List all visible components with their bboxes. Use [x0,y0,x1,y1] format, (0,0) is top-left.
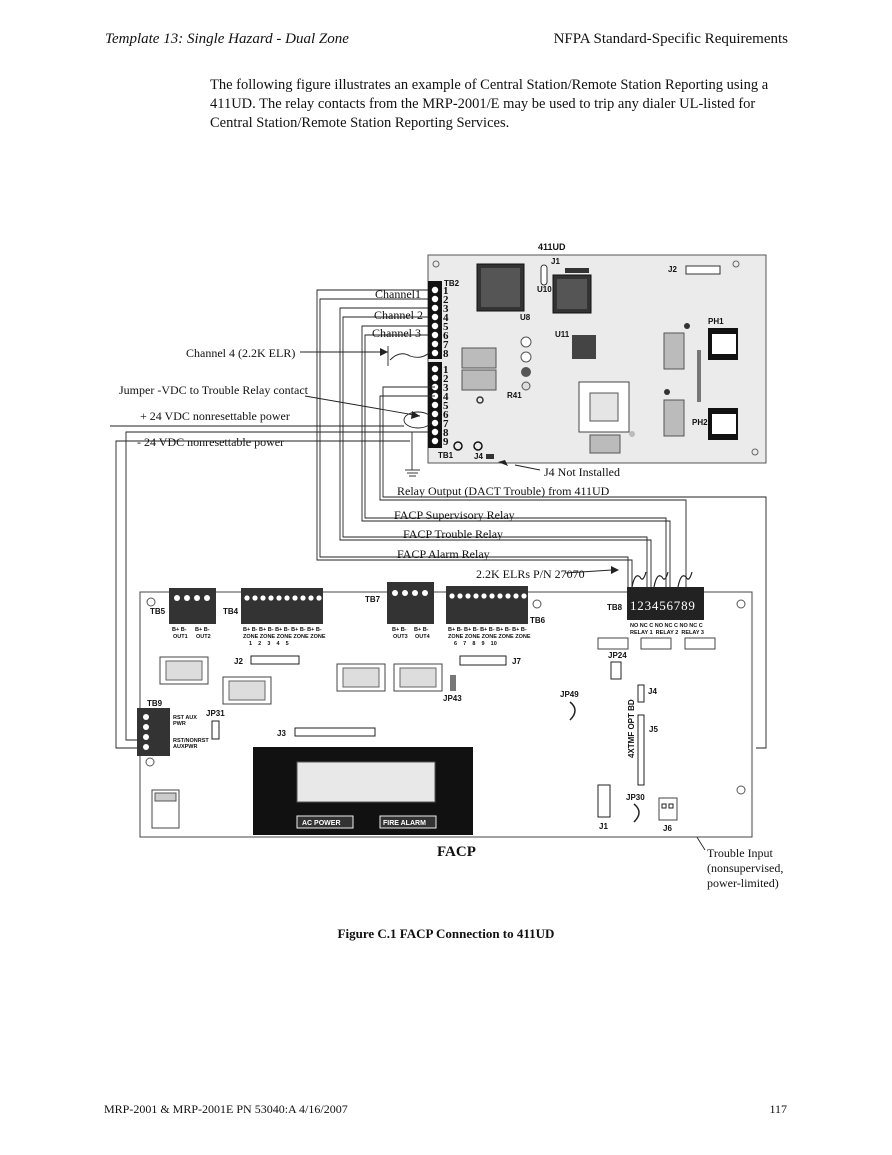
tb1-t7: 7 [443,418,449,430]
tb7-sub1b: OUT3 [393,634,408,640]
tb8-relays: RELAY 1 RELAY 2 RELAY 3 [630,630,704,636]
tb1-t4: 4 [443,391,449,403]
tb8-sub: NO NC C NO NC C NO NC C [630,623,703,629]
trouble-input-label-1: Trouble Input [707,846,774,860]
jp24-label: JP24 [608,651,627,660]
relay-output-label: Relay Output (DACT Trouble) from 411UD [397,484,610,498]
tb8-numbers: 123456789 [630,598,696,613]
tb5-sub1b: OUT1 [173,634,188,640]
fire-alarm-label: FIRE ALARM [383,820,426,827]
tb7-sub2: B+ B- [414,627,429,633]
facp-j4-label: J4 [648,687,657,696]
tb6-zone: ZONE ZONE ZONE ZONE ZONE [448,634,531,640]
tb1-label: TB1 [438,451,454,460]
tb9-a: RST AUX [173,715,197,721]
udact-j4-label: J4 [474,452,483,461]
trouble-input-label-2: (nonsupervised, [707,861,783,875]
ph2-label: PH2 [692,418,708,427]
udact-j1-label: J1 [551,257,560,266]
tb2-t2: 2 [443,294,449,306]
tb1-t8: 8 [443,427,449,439]
tb1-t9: 9 [443,436,449,448]
udact-j2-label: J2 [668,265,677,274]
tb2-t1: 1 [443,285,449,297]
tb2-t3: 3 [443,303,449,315]
tb1-t3: 3 [443,382,449,394]
channel-4-label: Channel 4 (2.2K ELR) [186,346,295,360]
tb2-t7: 7 [443,339,449,351]
tb9-d: AUXPWR [173,744,197,750]
ac-power-label: AC POWER [302,820,341,827]
tb5-label: TB5 [150,607,166,616]
facp-j6-label: J6 [663,824,672,833]
jp43-label: JP43 [443,694,462,703]
channel-2-label: Channel 2 [374,308,423,322]
tb5-sub2: B+ B- [195,627,210,633]
facp-j5-label: J5 [649,725,658,734]
neg-24v-label: - 24 VDC nonresettable power [137,435,284,449]
pos-24v-label: + 24 VDC nonresettable power [140,409,290,423]
header-section-title: NFPA Standard-Specific Requirements [553,31,788,47]
tb2-label: TB2 [444,279,460,288]
jp31-label: JP31 [206,709,225,718]
j4-not-installed-label: J4 Not Installed [544,465,620,479]
tb1-t2: 2 [443,373,449,385]
jp30-label: JP30 [626,793,645,802]
411ud-board: 411UD TB2 TB1 [427,242,767,464]
tb2-t5: 5 [443,321,449,333]
tb4-zone: ZONE ZONE ZONE ZONE ZONE [243,634,326,640]
tb1-t1: 1 [443,364,449,376]
tb2-t8: 8 [443,348,449,360]
figure-caption: Figure C.1 FACP Connection to 411UD [337,926,555,941]
trouble-input-label-3: power-limited) [707,876,779,890]
tb6-num: 6 7 8 9 10 [454,641,497,647]
tb5-sub1: B+ B- [172,627,187,633]
tb7-label: TB7 [365,595,381,604]
facp-j7-label: J7 [512,657,521,666]
facp-j3-label: J3 [277,729,286,738]
tb7-sub2b: OUT4 [415,634,431,640]
channel-1-label: Channel1 [375,287,421,301]
facp-j1-label: J1 [599,822,608,831]
tb9-label: TB9 [147,699,163,708]
tb4-label: TB4 [223,607,239,616]
tb7-sub1: B+ B- [392,627,407,633]
tb2-t6: 6 [443,330,449,342]
footer-doc-id: MRP-2001 & MRP-2001E PN 53040:A 4/16/200… [104,1102,348,1116]
tb6-label: TB6 [530,616,546,625]
opt-bd-label: 4XTMF OPT BD [627,699,636,758]
tb9-c: RST/NONRST [173,738,209,744]
tb5-sub2b: OUT2 [196,634,211,640]
elr-label: 2.2K ELRs P/N 27070 [476,567,585,581]
channel-3-label: Channel 3 [372,326,421,340]
ph1-label: PH1 [708,317,724,326]
facp-title: FACP [437,844,476,860]
page-number: 117 [769,1102,787,1116]
411ud-title: 411UD [538,242,566,252]
tb9-b: PWR [173,721,186,727]
tb1-t6: 6 [443,409,449,421]
tb2-t4: 4 [443,312,449,324]
trouble-relay-label: FACP Trouble Relay [403,527,503,541]
tb4-sub: B+ B- B+ B- B+ B- B+ B- B+ B- [243,627,322,633]
supervisory-relay-label: FACP Supervisory Relay [394,508,515,522]
tb6-sub: B+ B- B+ B- B+ B- B+ B- B+ B- [448,627,527,633]
jp49-label: JP49 [560,690,579,699]
u10-label: U10 [537,285,552,294]
tb8-label: TB8 [607,603,623,612]
header-template-title: Template 13: Single Hazard - Dual Zone [105,31,349,47]
tb4-num: 1 2 3 4 5 [249,641,289,647]
intro-paragraph: The following figure illustrates an exam… [210,77,769,131]
facp-board: TB5 B+ B- OUT1 B+ B- OUT2 TB4 B+ B- B+ B… [137,571,753,860]
facp-j2-label: J2 [234,657,243,666]
tb1-t5: 5 [443,400,449,412]
u8-label: U8 [520,313,531,322]
u11-label: U11 [555,330,570,339]
jumper-label: Jumper -VDC to Trouble Relay contact [119,383,309,397]
r41-label: R41 [507,391,522,400]
alarm-relay-label: FACP Alarm Relay [397,547,490,561]
